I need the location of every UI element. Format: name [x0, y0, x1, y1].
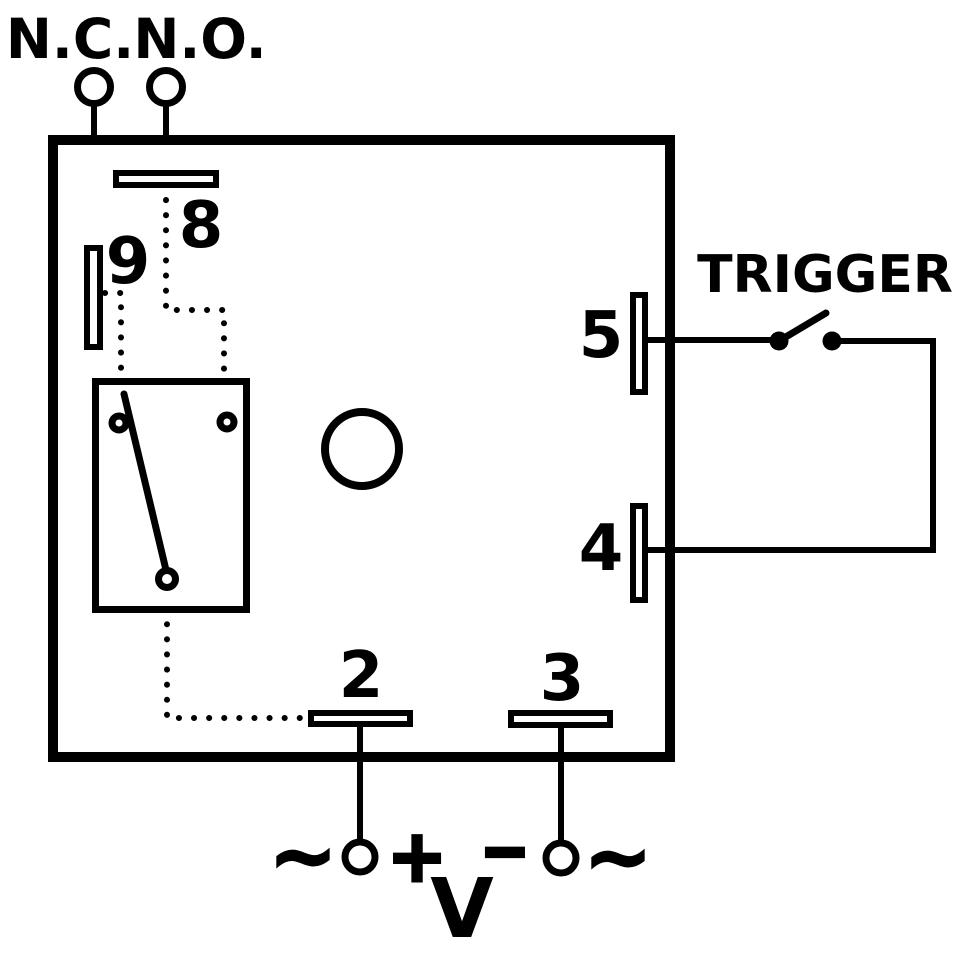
label-no: N.O.: [133, 7, 266, 71]
ac-wave-icon-left: ~: [269, 809, 338, 904]
label-terminal-9: 9: [106, 225, 151, 299]
terminal-blade-4: [630, 503, 648, 603]
terminal-blade-8: [113, 170, 219, 188]
trigger-contact-dot-left: [769, 331, 789, 351]
contact-point-no: [216, 411, 238, 433]
label-terminal-8: 8: [179, 189, 224, 263]
label-terminal-5: 5: [579, 299, 624, 373]
trigger-contact-dot-right: [822, 331, 842, 351]
coil-circle: [321, 408, 403, 490]
minus-icon: −: [482, 819, 529, 884]
label-terminal-4: 4: [579, 512, 624, 586]
linkage-dotted-no-contact: [163, 197, 227, 407]
label-terminal-2: 2: [339, 639, 384, 713]
linkage-dotted-nc-contact: [102, 290, 124, 405]
terminal-blade-2: [308, 710, 413, 727]
label-nc: N.C.: [6, 7, 134, 71]
label-terminal-3: 3: [540, 642, 585, 716]
trigger-wire-loop: [645, 338, 936, 553]
label-voltage: V: [430, 862, 494, 957]
terminal-blade-9: [84, 245, 103, 350]
terminal-blade-5: [630, 292, 648, 395]
plus-icon: +: [387, 814, 447, 898]
label-trigger: TRIGGER: [697, 245, 953, 305]
nc-terminal-ring: [74, 67, 114, 107]
supply-terminal-ring-right: [542, 839, 580, 877]
contact-point-nc: [108, 412, 130, 434]
no-terminal-ring: [146, 67, 186, 107]
ac-wave-icon-right: ~: [584, 810, 653, 905]
relay-switch-arm: [120, 390, 170, 574]
supply-terminal-ring-left: [341, 838, 379, 876]
